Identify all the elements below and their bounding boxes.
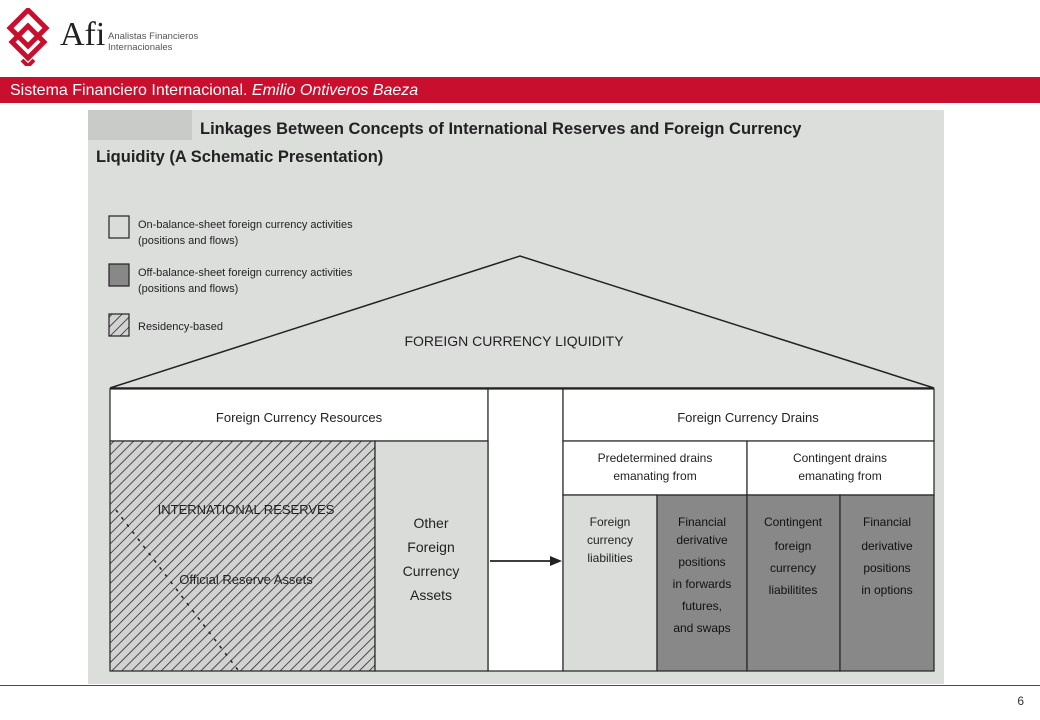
page-number: 6 — [1017, 694, 1024, 708]
international-reserves-label: INTERNATIONAL RESERVES — [158, 502, 335, 517]
col2-line2: derivative — [676, 533, 728, 547]
drains-header — [562, 388, 935, 442]
col-contingent-liabilities — [746, 494, 841, 672]
col2-line1: Financial — [678, 515, 726, 529]
legend-label-on-balance: On-balance-sheet foreign currency activi… — [138, 219, 353, 231]
col4-line3: positions — [863, 561, 910, 575]
diagram-title-line2: Liquidity (A Schematic Presentation) — [96, 148, 383, 166]
title-band — [88, 110, 944, 194]
legend-sub-off-balance: (positions and flows) — [138, 283, 238, 295]
official-reserve-assets-label: Official Reserve Assets — [179, 572, 313, 587]
contingent-header — [746, 440, 935, 496]
col2-line5: futures, — [682, 599, 722, 613]
banner-text: Sistema Financiero Internacional. — [10, 82, 252, 99]
col1-line2: currency — [587, 533, 633, 547]
legend-label-off-balance: Off-balance-sheet foreign currency activ… — [138, 267, 353, 279]
footer-rule — [0, 685, 1040, 686]
legend-label-residency: Residency-based — [138, 321, 223, 333]
contingent-line2: emanating from — [798, 469, 881, 483]
col1-line1: Foreign — [590, 515, 631, 529]
international-reserves-area — [109, 440, 376, 672]
reserves-divider — [115, 509, 239, 671]
logo-wordmark: Afi — [60, 16, 106, 53]
connector-column — [487, 388, 564, 672]
liquidity-diagram: Linkages Between Concepts of Internation… — [88, 110, 944, 684]
predetermined-line1: Predetermined drains — [598, 451, 713, 465]
roof-label: FOREIGN CURRENCY LIQUIDITY — [404, 333, 624, 349]
other-assets-box — [374, 440, 489, 672]
col1-line3: liabilities — [587, 551, 632, 565]
col2-line6: and swaps — [673, 621, 730, 635]
other-assets-line1: Other — [413, 515, 448, 531]
col3-line1: Contingent — [764, 515, 823, 529]
legend: On-balance-sheet foreign currency activi… — [108, 215, 353, 337]
drains-label: Foreign Currency Drains — [677, 410, 819, 425]
resources-header — [109, 388, 489, 442]
col4-line1: Financial — [863, 515, 911, 529]
predetermined-line2: emanating from — [613, 469, 696, 483]
col3-line2: foreign — [775, 539, 812, 553]
afi-logo-icon — [6, 8, 50, 66]
other-assets-line4: Assets — [410, 587, 452, 603]
contingent-line1: Contingent drains — [793, 451, 887, 465]
banner-author: Emilio Ontiveros Baeza — [251, 82, 419, 99]
diagram-title-line1: Linkages Between Concepts of Internation… — [200, 120, 802, 138]
col3-line4: liabilitites — [769, 583, 818, 597]
logo-subtitle: Analistas Financieros Internacionales — [108, 31, 199, 53]
col4-line2: derivative — [861, 539, 913, 553]
col2-line3: positions — [678, 555, 725, 569]
predetermined-header — [562, 440, 748, 496]
slide-banner: Sistema Financiero Internacional. Emilio… — [0, 77, 1040, 103]
legend-sub-on-balance: (positions and flows) — [138, 235, 238, 247]
col3-line3: currency — [770, 561, 816, 575]
legend-swatch-off-balance — [108, 263, 130, 287]
col-financial-derivatives-forwards — [656, 494, 748, 672]
roof — [109, 255, 935, 389]
flow-arrow-icon — [550, 556, 562, 566]
other-assets-line2: Foreign — [407, 539, 454, 555]
legend-swatch-residency — [108, 313, 130, 337]
resources-label: Foreign Currency Resources — [216, 410, 383, 425]
legend-swatch-on-balance — [108, 215, 130, 239]
col4-line4: in options — [861, 583, 912, 597]
col-financial-derivatives-options — [839, 494, 935, 672]
col2-line4: in forwards — [673, 577, 732, 591]
other-assets-line3: Currency — [403, 563, 460, 579]
